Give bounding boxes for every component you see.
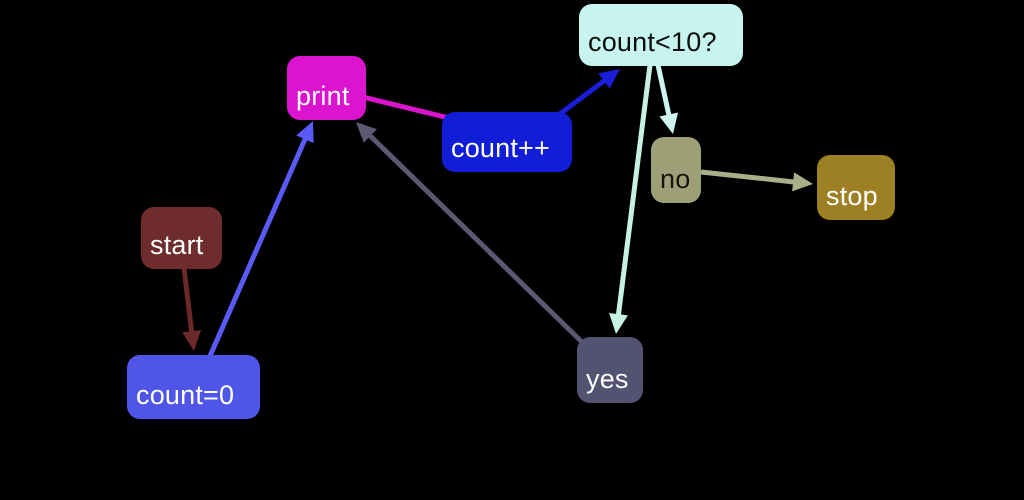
node-label-no: no (660, 164, 691, 195)
edge-count0-print (207, 121, 314, 358)
node-label-countpp: count++ (451, 133, 550, 164)
arrowhead-cond-yes (609, 312, 628, 334)
edge-line-cond-no (655, 64, 672, 117)
edge-line-print-countpp (362, 94, 450, 121)
edge-no-stop (700, 169, 813, 192)
edge-cond-yes (609, 64, 653, 334)
arrowhead-cond-no (659, 112, 679, 134)
node-print[interactable]: print (287, 56, 366, 120)
node-stop[interactable]: stop (817, 155, 895, 220)
edge-start-count0 (181, 267, 202, 351)
node-label-print: print (296, 81, 350, 112)
arrowhead-start-count0 (182, 330, 202, 351)
arrowhead-count0-print (296, 121, 314, 144)
node-cond[interactable]: count<10? (579, 4, 743, 66)
edge-print-countpp (362, 94, 450, 121)
node-yes[interactable]: yes (577, 337, 643, 403)
node-countpp[interactable]: count++ (442, 112, 572, 172)
node-label-cond: count<10? (588, 27, 717, 58)
node-count0[interactable]: count=0 (127, 355, 260, 419)
edge-line-no-stop (700, 169, 796, 185)
edge-line-yes-print (367, 132, 585, 345)
arrowhead-yes-print (356, 122, 377, 143)
edge-yes-print (356, 122, 585, 345)
node-label-count0: count=0 (136, 380, 235, 411)
edge-cond-no (655, 64, 679, 134)
arrowhead-no-stop (792, 172, 813, 192)
edge-line-cond-yes (615, 64, 653, 317)
node-label-stop: stop (826, 181, 878, 212)
node-label-yes: yes (586, 364, 629, 395)
edge-line-count0-print (207, 136, 309, 358)
arrowhead-countpp-cond (598, 69, 620, 89)
edge-line-start-count0 (181, 267, 195, 334)
node-no[interactable]: no (651, 137, 701, 203)
node-start[interactable]: start (141, 207, 222, 269)
node-label-start: start (150, 230, 204, 261)
